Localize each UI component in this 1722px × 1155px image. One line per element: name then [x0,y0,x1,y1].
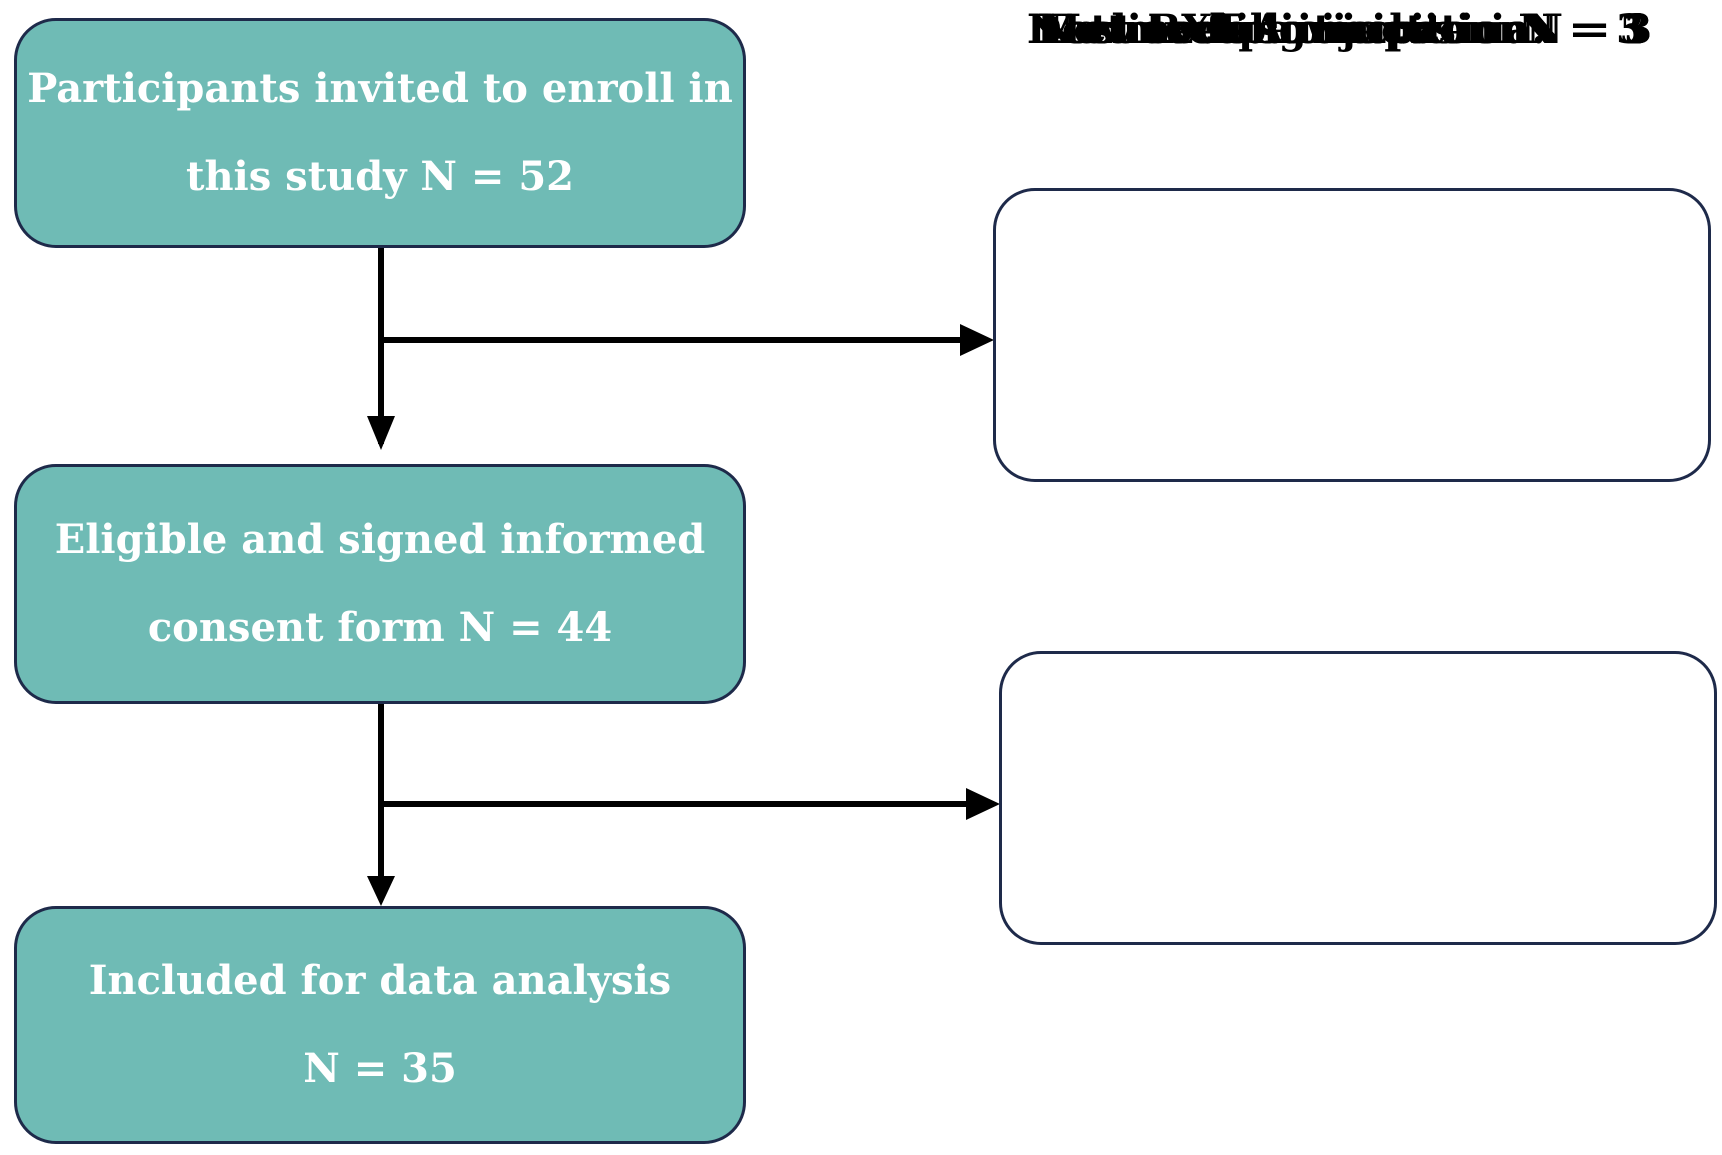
arrowhead-eligible-to-excluded-2 [966,788,1000,820]
box-eligible-consented: Eligible and signed informed consent for… [14,464,746,704]
box-eligible-line-1: Eligible and signed informed [54,516,706,563]
excluded-2-row-label: Met exclusion criteria: [1037,6,1546,53]
box-invited-line-1: Participants invited to enroll in [27,65,733,112]
arrowhead-invited-to-excluded-1 [960,324,994,356]
box-included-line-2: N = 35 [303,1045,457,1092]
excluded-2-row-count: N = 3 [1526,6,1652,53]
excluded-1-row-label: Declined participation [1027,6,1530,53]
excluded-1-row: Declined participation N = 5 [1027,0,1647,60]
excluded-2-row-count: N = 3 [1526,6,1652,53]
excluded-1-row-label: Not meeting inclusion [1027,6,1527,53]
excluded-1-row-count: N = 3 [1518,6,1644,53]
arrowhead-invited-to-eligible [367,416,395,450]
box-included-analysis: Included for data analysis N = 35 [14,906,746,1144]
excluded-1-row-count: N = 5 [1521,6,1647,53]
excluded-2-row: Met exclusion criteria: N = 3 [1037,0,1652,60]
arrowhead-eligible-to-included [367,876,395,906]
box-invited-line-2: this study N = 52 [185,153,574,200]
excluded-2-row: New BXT-A injection N = 3 [1037,0,1652,60]
excluded-2-row: Lost to follow up: N = 3 [1037,0,1652,60]
excluded-2-row-label: New BXT-A injection [1037,6,1495,53]
box-excluded-after-enrollment [999,651,1717,945]
box-participants-invited: Participants invited to enroll in this s… [14,18,746,248]
box-included-line-1: Included for data analysis [88,957,672,1004]
excluded-1-row: Not meeting inclusion N = 3 [1027,0,1644,60]
excluded-2-row-label: Lost to follow up: [1037,6,1427,53]
box-eligible-line-2: consent form N = 44 [147,604,613,651]
excluded-2-row-count: N = 3 [1526,6,1652,53]
box-excluded-before-enrollment [993,188,1711,482]
